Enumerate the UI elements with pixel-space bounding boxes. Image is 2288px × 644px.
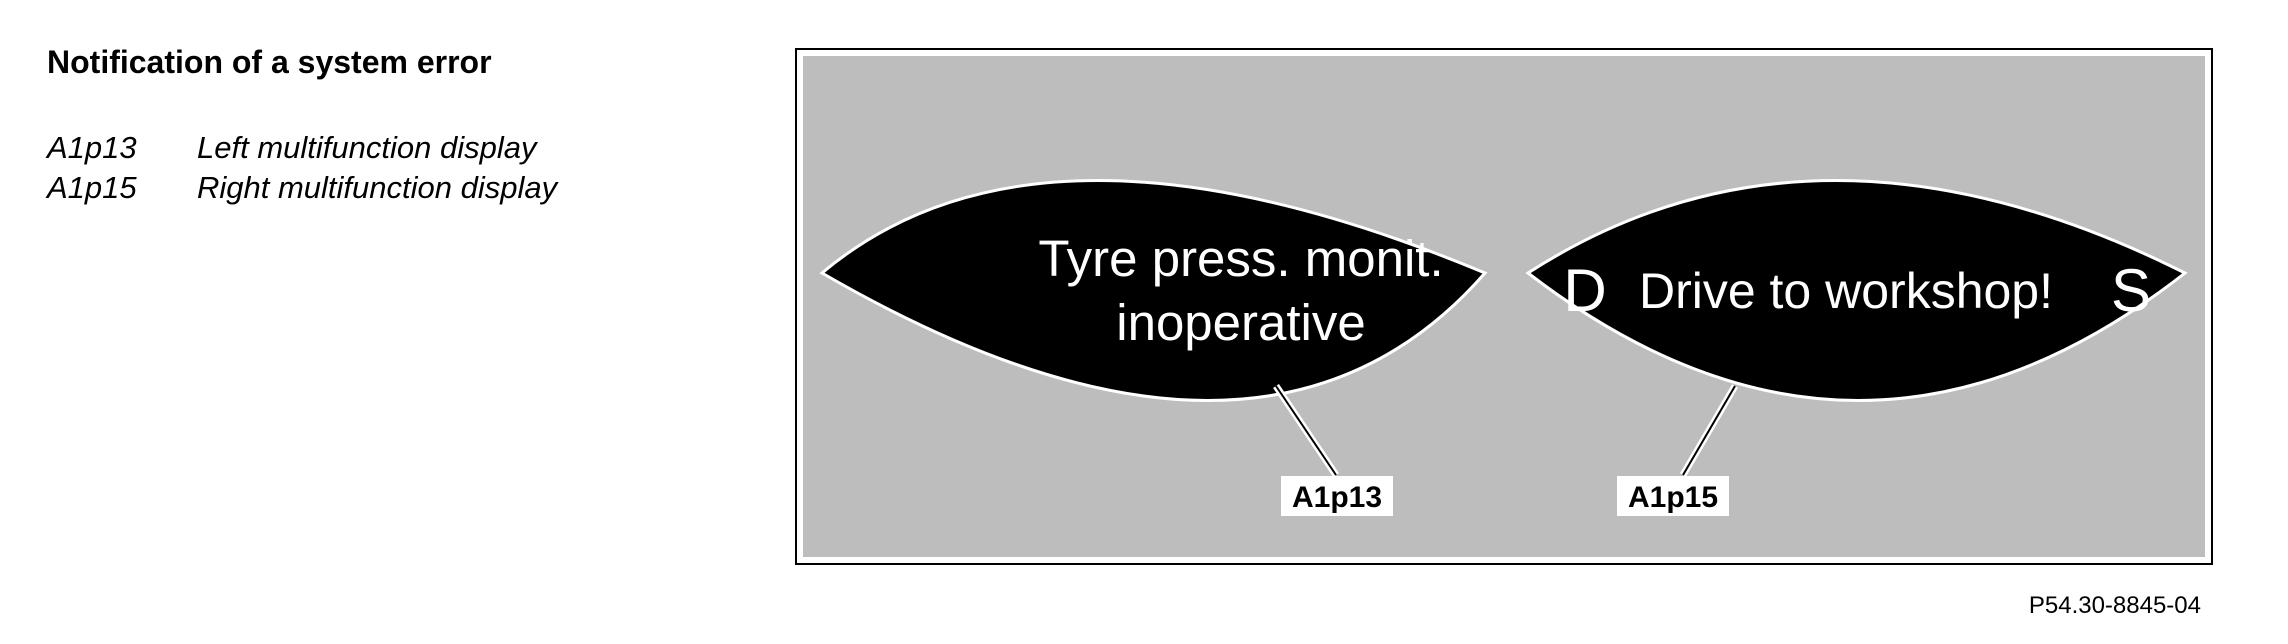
- legend-description: Right multifunction display: [197, 170, 558, 205]
- figure-reference-number: P54.30-8845-04: [2028, 592, 2201, 619]
- legend-list: A1p13 Left multifunction display A1p15 R…: [47, 128, 557, 208]
- callout-label-a1p15: A1p15: [1628, 481, 1718, 514]
- right-display-left-letter: D: [1563, 257, 1606, 324]
- page-heading: Notification of a system error: [47, 44, 492, 80]
- callout-label-a1p13: A1p13: [1292, 481, 1382, 514]
- left-multifunction-display: [819, 179, 1488, 402]
- legend-description: Left multifunction display: [197, 130, 537, 165]
- legend-code: A1p13: [47, 130, 137, 165]
- right-display-message: Drive to workshop!: [1639, 263, 2053, 319]
- legend-code: A1p15: [47, 170, 137, 205]
- callout-leader-a1p13: [1275, 385, 1337, 476]
- left-display-line-1: Tyre press. monit.: [1038, 230, 1443, 287]
- figure-illustration: Tyre press. monit. inoperative D Drive t…: [795, 48, 2213, 565]
- legend-item: A1p15 Right multifunction display: [47, 168, 557, 208]
- right-multifunction-display: [1525, 179, 2188, 402]
- right-display-right-letter: S: [2111, 257, 2151, 324]
- left-display-line-2: inoperative: [1116, 294, 1366, 351]
- instrument-cluster-figure: Tyre press. monit. inoperative D Drive t…: [795, 48, 2213, 565]
- callout-label-a1p13-background: [1281, 476, 1393, 516]
- callout-leader-a1p15: [1682, 385, 1736, 476]
- callout-label-a1p15-background: [1617, 476, 1729, 516]
- legend-item: A1p13 Left multifunction display: [47, 128, 557, 168]
